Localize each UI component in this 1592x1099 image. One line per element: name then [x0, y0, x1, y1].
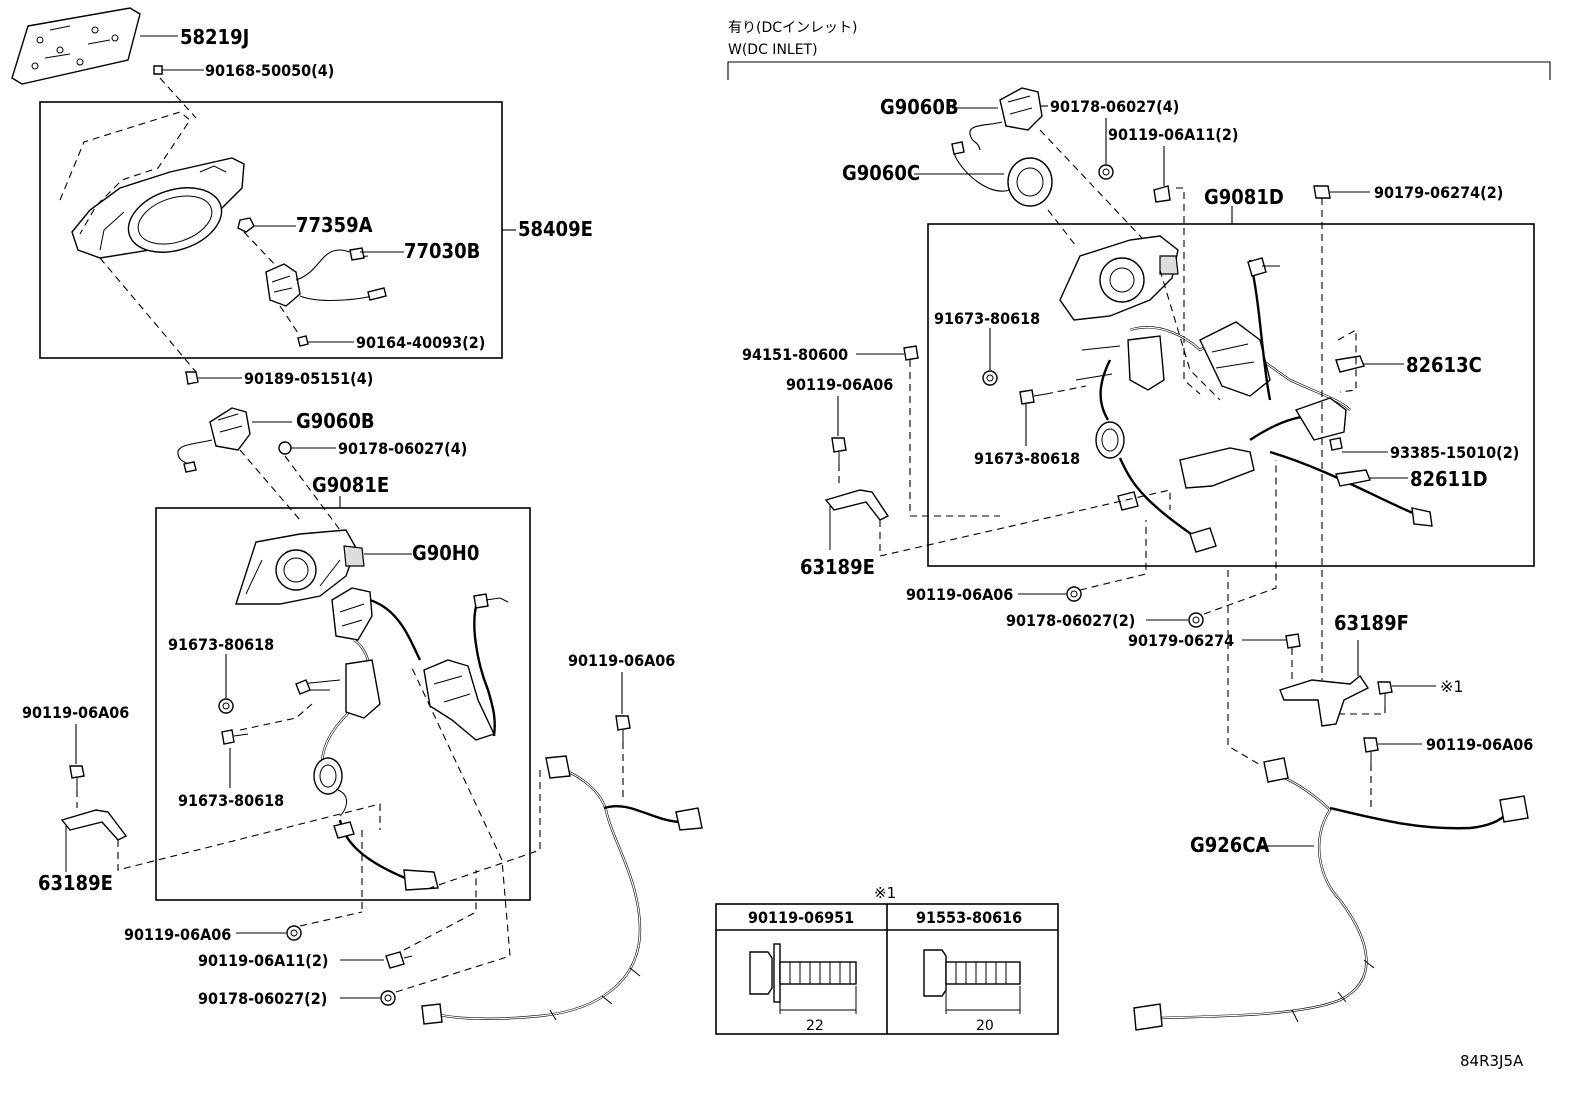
label-63189F: 63189F: [1334, 611, 1409, 635]
nut-90119-06A06-right2: [1018, 586, 1082, 602]
label-G90H0: G90H0: [412, 541, 479, 565]
label-58409E: 58409E: [518, 217, 593, 241]
bolt-90119-06A11-right: [1153, 146, 1171, 203]
bolt-90119-06A11-left: [340, 951, 413, 969]
label-91673-right2: 91673-80618: [974, 449, 1080, 468]
washer-90178-left-2: [340, 990, 396, 1006]
label-63189E-right: 63189E: [800, 555, 875, 579]
bracket-63189E-right: [824, 489, 890, 550]
diagram-code: 84R3J5A: [1460, 1052, 1524, 1070]
nut-91673-a: [218, 654, 234, 714]
label-77030B: 77030B: [404, 239, 480, 263]
label-note1: ※1: [1440, 677, 1464, 696]
table-col1-dim: 22: [806, 1018, 824, 1034]
label-G926CA: G926CA: [1190, 833, 1270, 857]
label-90178-left4: 90178-06027(4): [338, 439, 467, 458]
part-G926CA-harness: [1133, 757, 1529, 1031]
bolt-90119-06A06-right3: [1363, 737, 1422, 764]
label-90189: 90189-05151(4): [244, 369, 373, 388]
label-90164: 90164-40093(2): [356, 333, 485, 352]
table-col1-part: 90119-06951: [748, 908, 854, 927]
label-90119-06A06-left: 90119-06A06: [22, 703, 129, 722]
label-90119-06A06-right3: 90119-06A06: [1426, 735, 1533, 754]
part-G9081E-harness: [295, 638, 439, 891]
part-G9081D-harness: [1075, 257, 1433, 553]
part-G9060C: [951, 141, 1053, 207]
label-90179-06274: 90179-06274: [1128, 631, 1234, 650]
label-G9060C: G9060C: [842, 161, 920, 185]
label-90119-06A06-right2: 90119-06A06: [906, 585, 1013, 604]
label-90119-06A06-harness: 90119-06A06: [568, 651, 675, 670]
clip-90189: [185, 371, 242, 385]
part-lid-housing: [71, 157, 245, 259]
screw-90168: [153, 65, 204, 75]
nut-91673-right: [982, 328, 998, 386]
dc-inlet-bracket: [727, 61, 1551, 80]
label-93385: 93385-15010(2): [1390, 443, 1519, 462]
part-82611D: [1335, 469, 1408, 487]
nut-94151: [856, 345, 919, 361]
label-63189E-left: 63189E: [38, 871, 113, 895]
label-G9060B-left: G9060B: [296, 409, 375, 433]
label-58219J: 58219J: [180, 25, 249, 49]
part-lock-actuator: [331, 587, 509, 741]
part-left-main-harness: [421, 755, 703, 1025]
screw-90164: [297, 335, 354, 347]
label-91673-a: 91673-80618: [168, 635, 274, 654]
label-G9081E: G9081E: [312, 473, 389, 497]
part-58219J-plate: [11, 7, 141, 85]
label-91673-b: 91673-80618: [178, 791, 284, 810]
label-91673-right1: 91673-80618: [934, 309, 1040, 328]
part-inlet-assembly-right: [1059, 235, 1179, 321]
label-90119-06A06-bottom: 90119-06A06: [124, 925, 231, 944]
label-90179-06274-2: 90179-06274(2): [1374, 183, 1503, 202]
nut-90119-06A06-bottom: [236, 925, 302, 941]
table-col2-part: 91553-80616: [916, 908, 1022, 927]
box-G9081D: [927, 223, 1535, 567]
part-77030B-actuator: [265, 247, 387, 307]
label-90178-06027-2-right: 90178-06027(2): [1006, 611, 1135, 630]
washer-90178-left: [278, 441, 336, 455]
nut-90179-06274-2: [1313, 185, 1370, 199]
washer-90178-right: [1040, 105, 1114, 180]
table-col2-dim: 20: [976, 1018, 994, 1034]
label-90178-right4: 90178-06027(4): [1050, 97, 1179, 116]
label-90168: 90168-50050(4): [205, 61, 334, 80]
washer-90178-right-2: [1146, 612, 1204, 628]
screw-93385: [1329, 437, 1388, 453]
nut-90179-06274: [1242, 633, 1301, 649]
label-90178-06027-2-left: 90178-06027(2): [198, 989, 327, 1008]
label-82613C: 82613C: [1406, 353, 1482, 377]
part-82613C: [1335, 355, 1404, 373]
header-en: W(DC INLET): [728, 42, 818, 58]
nut-77359A: [237, 217, 296, 233]
bolt-91673-b: [221, 729, 249, 788]
bolt-note1: [1377, 681, 1436, 706]
part-inlet-assembly: [235, 529, 365, 605]
label-77359A: 77359A: [296, 213, 373, 237]
label-G9060B-right: G9060B: [880, 95, 959, 119]
bracket-63189E-left: [60, 809, 128, 872]
part-G9060B-right: [969, 87, 1043, 151]
box-G9081E: [155, 507, 531, 901]
table-note: ※1: [874, 884, 896, 902]
bolt-90119-06A06-harness: [615, 672, 631, 742]
label-82611D: 82611D: [1410, 467, 1488, 491]
label-94151: 94151-80600: [742, 345, 848, 364]
label-90119-06A11-left: 90119-06A11(2): [198, 951, 328, 970]
bracket-63189F: [1279, 674, 1370, 727]
bolt-91673-right: [1019, 389, 1047, 446]
part-G9060B-left: [177, 407, 251, 473]
bolt-90119-06A06-right1: [831, 396, 847, 464]
label-G9081D: G9081D: [1204, 185, 1284, 209]
label-90119-06A11-right: 90119-06A11(2): [1108, 125, 1238, 144]
header-jp: 有り(DCインレット): [728, 20, 857, 36]
label-90119-06A06-right1: 90119-06A06: [786, 375, 893, 394]
bolt-spec-table: [715, 903, 1059, 1035]
bolt-90119-06A06-left: [69, 724, 85, 790]
